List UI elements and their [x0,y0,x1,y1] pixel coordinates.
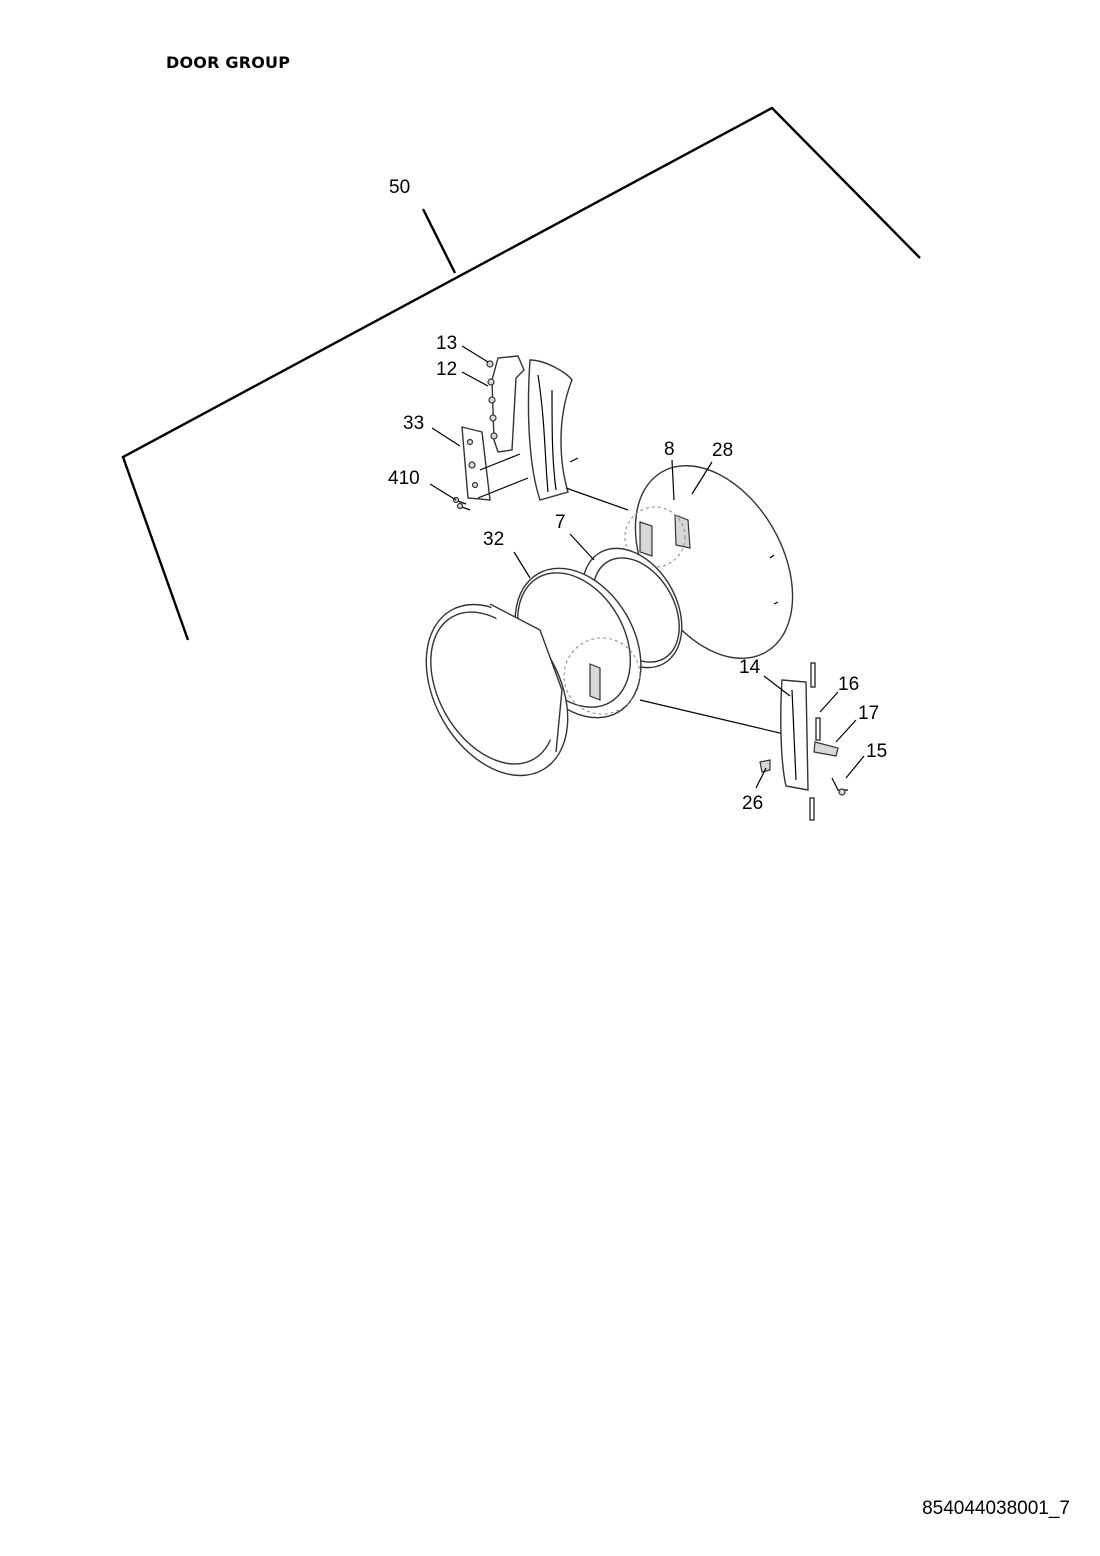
handle-assembly [639,662,848,821]
outer-door-frame [624,465,794,659]
group-bracket [121,106,921,641]
callout-16: 16 [838,674,859,695]
callout-8: 8 [664,439,675,460]
callout-17: 17 [858,703,879,724]
hinge-assembly [452,355,629,511]
callout-13: 13 [436,333,457,354]
callout-7: 7 [555,512,566,533]
callout-50: 50 [389,177,410,198]
callout-28: 28 [712,440,733,461]
front-door-trim [425,603,569,777]
callout-12: 12 [436,359,457,380]
page-title: DOOR GROUP [166,53,291,72]
callout-leaders [429,345,865,789]
callout-32: 32 [483,529,504,550]
document-code: 854044038001_7 [922,1498,1070,1519]
callout-410: 410 [388,468,420,489]
callout-15: 15 [866,741,887,762]
callout-14: 14 [739,657,761,678]
callout-33: 33 [403,413,424,434]
callout-26: 26 [742,793,763,814]
